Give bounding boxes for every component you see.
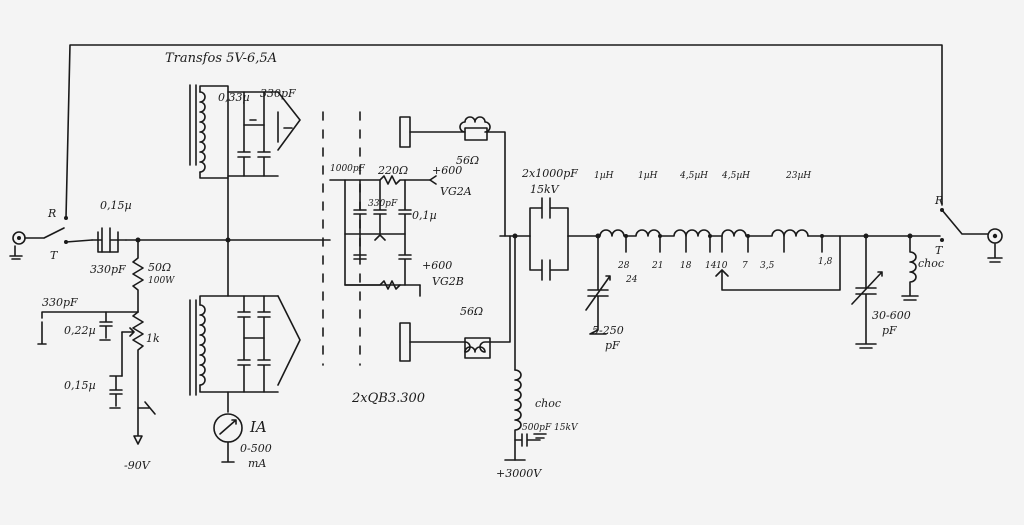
plate-suppressor-bottom	[399, 235, 511, 362]
tap-28: 28	[618, 261, 630, 271]
tap-24: 24	[626, 275, 638, 285]
plate-res-bottom: 56Ω	[460, 305, 484, 318]
switch-t-right: T	[935, 244, 943, 257]
switch-t-left: T	[50, 249, 58, 262]
out-choke-label: choc	[918, 257, 945, 270]
filament-transformer-bottom	[189, 239, 301, 413]
output-choke	[901, 235, 919, 301]
vg2b-label: VG2B	[432, 275, 464, 288]
fil-cap-330pf: 330pF	[260, 87, 296, 100]
input-coupling-cap	[91, 227, 127, 253]
load-cap-value: 30-600	[872, 309, 911, 322]
tube-envelope-left	[322, 111, 361, 366]
tune-cap-value: 5-250	[592, 324, 624, 337]
vg2a-label: VG2A	[440, 185, 472, 198]
tap-1-8: 1,8	[818, 257, 833, 267]
fil-cap-033: 0,33µ	[218, 91, 250, 104]
screen-cap-01: 0,1µ	[412, 209, 437, 222]
tubes-label: 2xQB3.300	[352, 391, 426, 406]
screen-cap-1000pf: 1000pF	[330, 164, 365, 174]
grid-resistor	[132, 239, 144, 313]
meter-unit: mA	[248, 457, 267, 470]
coil-2: 1µH	[638, 171, 658, 181]
tap-18: 18	[680, 261, 692, 271]
tap-14: 14	[705, 261, 717, 271]
bias-cap-015: 0,15µ	[64, 379, 96, 392]
coil-4: 4,5µH	[722, 171, 751, 181]
coil-3: 4,5µH	[680, 171, 709, 181]
bias-cap-022: 0,22µ	[64, 324, 96, 337]
input-connector	[9, 231, 26, 260]
meter-symbol: IA	[250, 418, 267, 436]
vg2a-volt: +600	[432, 164, 463, 177]
plate-voltage: +3000V	[496, 467, 542, 480]
input-cap-value: 0,15µ	[100, 199, 132, 212]
filament-transformer-top	[189, 84, 301, 241]
load-cap-unit: pF	[882, 324, 897, 337]
anode-current-meter	[213, 413, 243, 463]
switch-r-right: R	[935, 194, 944, 207]
vg2b-volt: +600	[422, 259, 453, 272]
coil-1: 1µH	[594, 171, 614, 181]
bias-caps	[37, 311, 156, 445]
load-cap	[851, 235, 883, 349]
coupling-caps-voltage: 15kV	[530, 183, 559, 196]
screen-cap-330: 330pF	[368, 199, 398, 209]
tap-21: 21	[652, 261, 664, 271]
pi-network	[567, 229, 913, 335]
coil-5: 23µH	[786, 171, 812, 181]
plate-choke-label: choc	[535, 397, 562, 410]
transformer-label: Transfos 5V-6,5A	[165, 51, 278, 66]
input-relay	[24, 216, 93, 244]
plate-res-top: 56Ω	[456, 154, 480, 167]
plate-choke	[499, 233, 547, 461]
output-relay	[909, 208, 989, 242]
bias-cap-330pf: 330pF	[42, 296, 78, 309]
tune-cap-unit: pF	[605, 339, 620, 352]
screen-res-220: 220Ω	[378, 164, 409, 177]
bypass-line	[65, 44, 943, 219]
tap-7: 7	[742, 261, 748, 271]
output-connector	[987, 228, 1003, 263]
grid-resistor-value: 50Ω	[148, 261, 172, 274]
tap-3-5: 3,5	[760, 261, 775, 271]
meter-range: 0-500	[240, 442, 272, 455]
switch-r-left: R	[48, 207, 57, 220]
plate-bypass-label: 500pF 15kV	[522, 423, 578, 433]
coupling-caps	[529, 197, 569, 281]
tap-10: 10	[716, 261, 728, 271]
bias-pot-value: 1k	[146, 332, 160, 345]
bias-potentiometer	[121, 311, 144, 409]
screen-grid-network	[329, 175, 437, 297]
grid-resistor-power: 100W	[148, 276, 175, 286]
bias-voltage: -90V	[124, 459, 150, 472]
coupling-caps-value: 2x1000pF	[522, 167, 578, 180]
plate-suppressor-top	[399, 116, 506, 237]
input-cap-shunt: 330pF	[90, 263, 126, 276]
